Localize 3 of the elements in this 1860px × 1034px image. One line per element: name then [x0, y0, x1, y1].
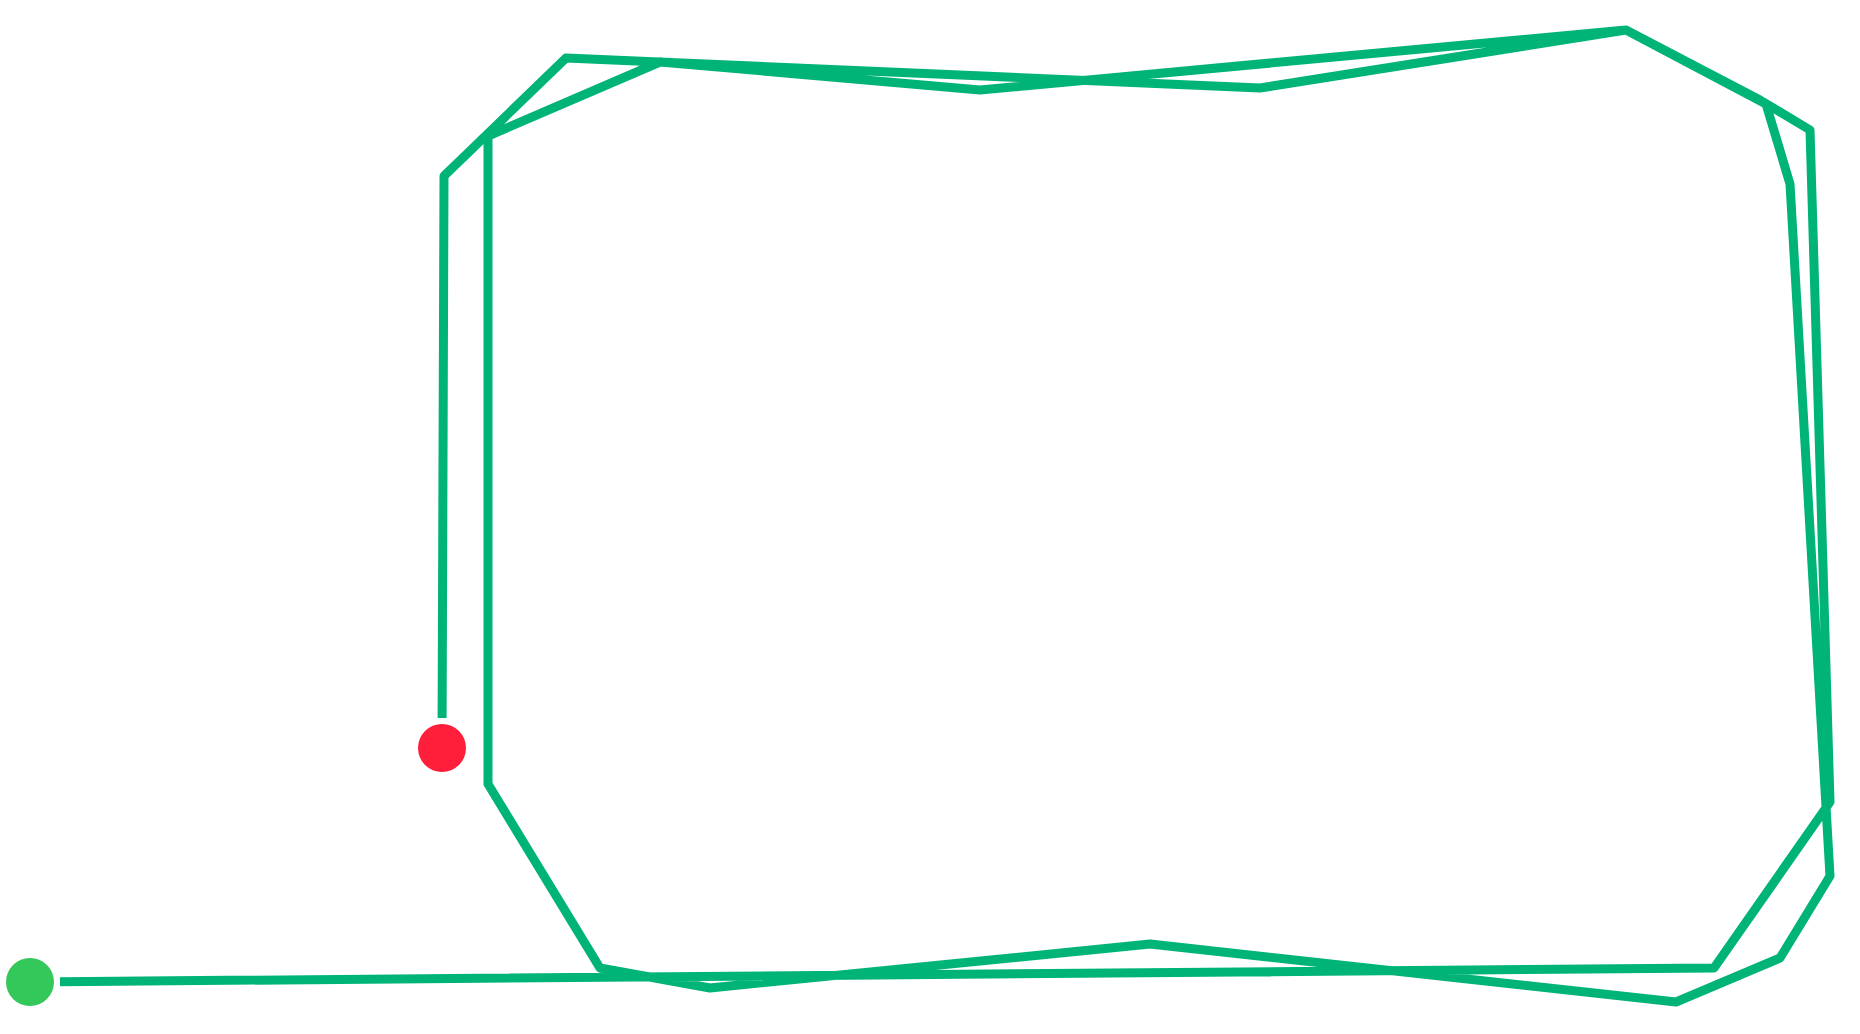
- start-point-marker: [6, 958, 54, 1006]
- end-point-marker: [418, 724, 466, 772]
- route-line: [59, 25, 1835, 1007]
